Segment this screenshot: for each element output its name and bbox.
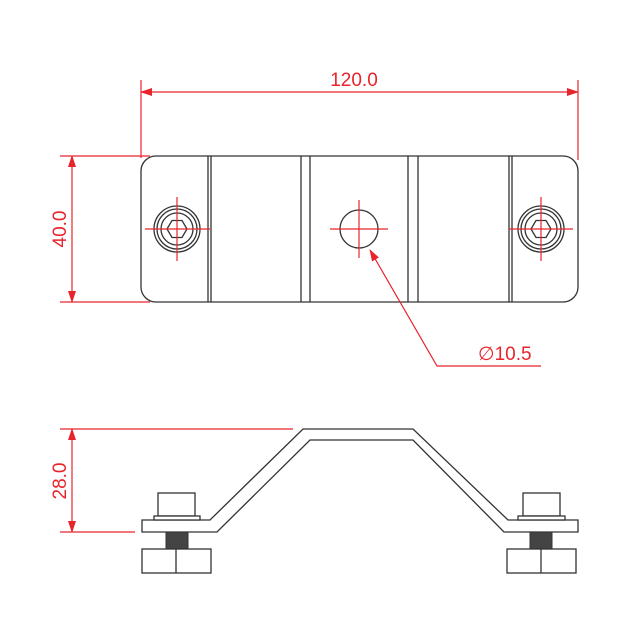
right-bolt-head	[509, 197, 573, 261]
length-dimension: 120.0	[140, 70, 579, 160]
diameter-leader: ∅10.5	[369, 249, 541, 367]
length-label: 120.0	[330, 70, 378, 91]
diameter-label: ∅10.5	[478, 344, 532, 365]
plate-outline	[140, 155, 579, 303]
width-label: 40.0	[50, 211, 71, 248]
side-view	[141, 428, 579, 574]
left-bolt-head	[145, 197, 210, 261]
center-hole	[330, 200, 388, 258]
bracket-profile	[141, 428, 579, 533]
diameter-symbol: ∅	[478, 344, 495, 365]
width-dimension: 40.0	[50, 155, 150, 303]
right-bolt-assembly	[506, 492, 577, 574]
height-dimension: 28.0	[50, 428, 293, 533]
height-label: 28.0	[50, 463, 71, 500]
left-bolt-assembly	[141, 492, 212, 574]
top-view	[140, 155, 579, 303]
